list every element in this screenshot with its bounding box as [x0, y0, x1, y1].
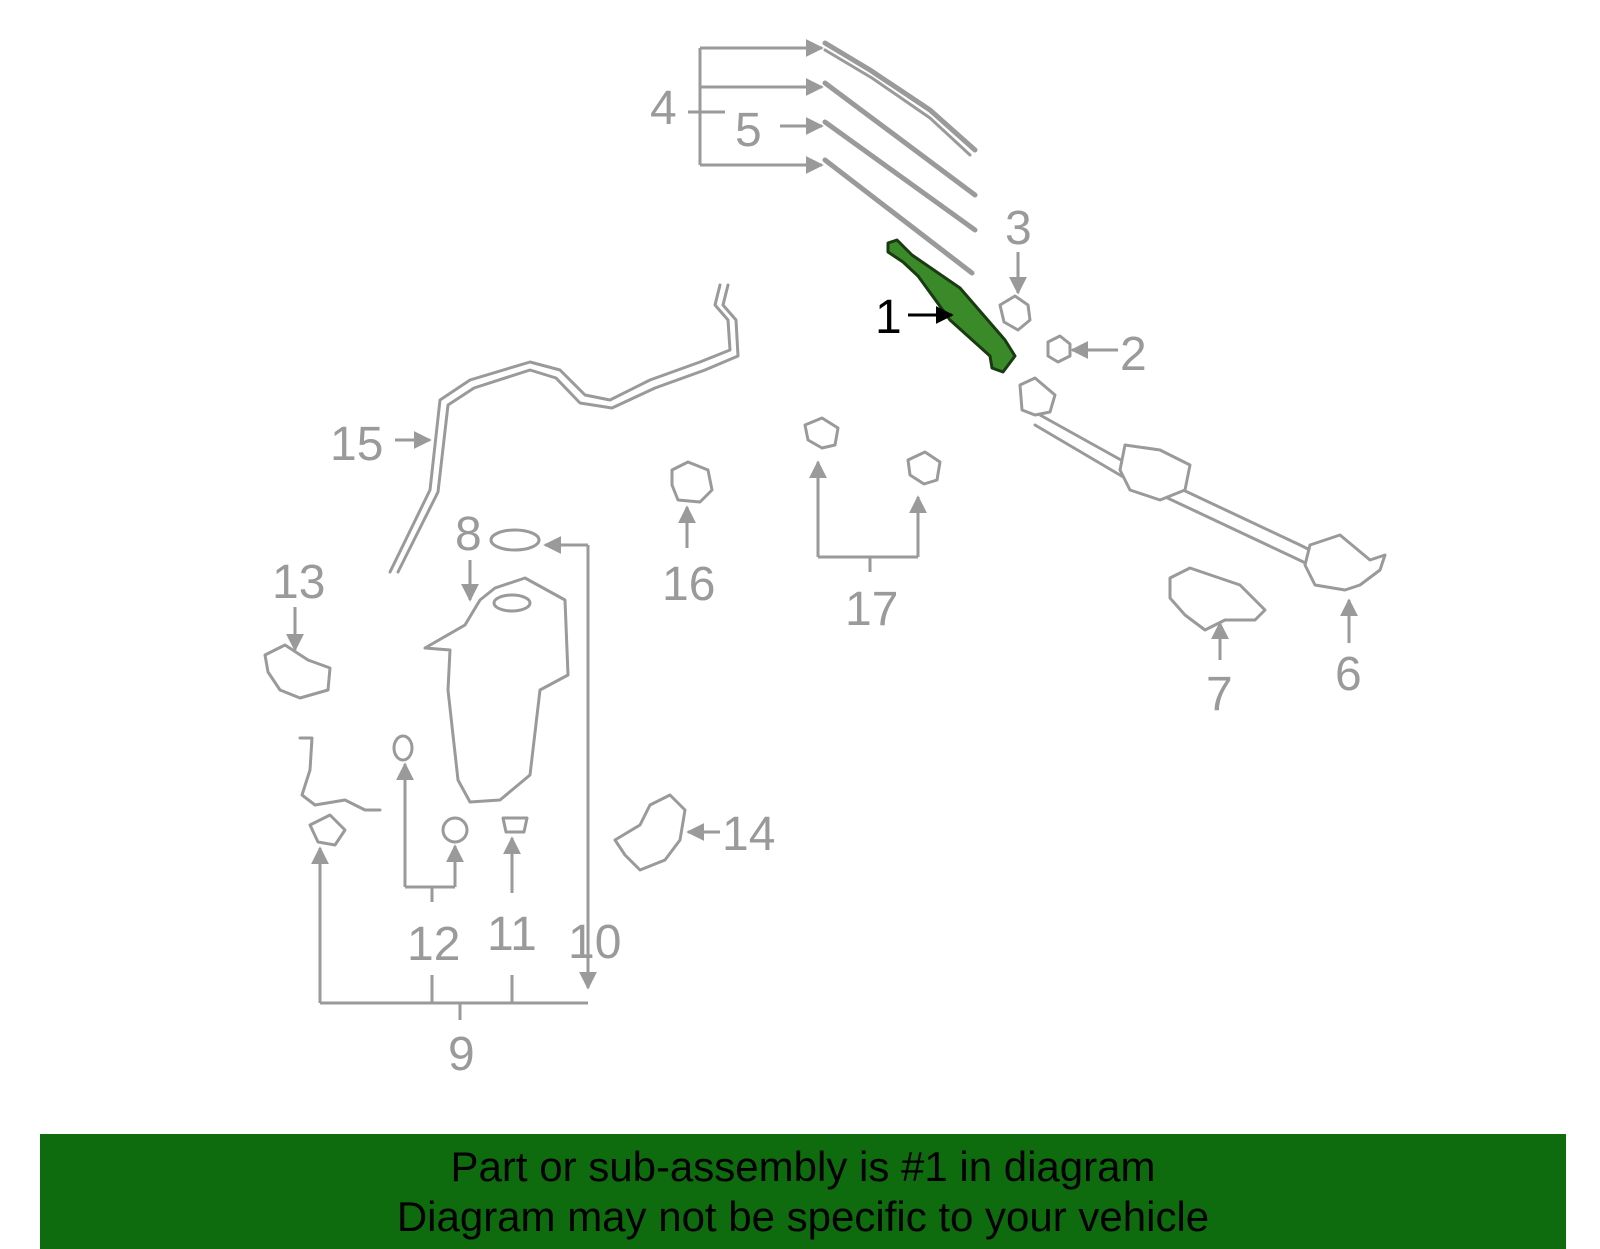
linkage-pivot-right — [1303, 533, 1387, 592]
banner-line-part-number: Part or sub-assembly is #1 in diagram — [450, 1142, 1156, 1190]
wiper-linkage — [1018, 376, 1387, 592]
linkage-rod-lower — [1033, 423, 1322, 572]
callout-6: 6 — [1335, 648, 1362, 701]
callout-13: 13 — [272, 556, 325, 609]
callout-2: 2 — [1120, 328, 1147, 381]
linkage-pivot-left — [1018, 376, 1057, 417]
exploded-parts-diagram: 4 5 1 3 2 6 7 15 16 17 8 10 — [263, 39, 1387, 1081]
callout-12: 12 — [407, 918, 460, 971]
washer-nozzle-right — [906, 450, 942, 486]
callout-3: 3 — [1005, 202, 1032, 255]
callout-1: 1 — [875, 291, 902, 344]
pivot-cap — [998, 294, 1032, 332]
mounting-bracket — [613, 793, 687, 872]
callout-7: 7 — [1206, 668, 1233, 721]
wiper-blade-upper-1 — [822, 40, 978, 153]
callout-17: 17 — [845, 583, 898, 636]
washer-reservoir — [423, 576, 570, 804]
level-sensor-plug — [501, 816, 529, 834]
wiper-blades-group — [822, 40, 978, 276]
washer-pump — [308, 813, 347, 847]
pump-wiring — [298, 736, 382, 812]
callout-11: 11 — [487, 908, 537, 961]
washer-nozzle-left — [803, 416, 840, 450]
callout-10: 10 — [568, 916, 621, 969]
washer-hose-edge — [396, 283, 740, 574]
wiper-motor — [1168, 566, 1267, 632]
wiper-blade-upper-2 — [822, 80, 978, 198]
banner-line-disclaimer: Diagram may not be specific to your vehi… — [396, 1192, 1210, 1240]
arm-nut — [1046, 334, 1072, 364]
linkage-center-bracket — [1118, 443, 1192, 502]
callout-5: 5 — [735, 104, 762, 157]
reservoir-filler-neck — [492, 593, 532, 613]
callout-15: 15 — [330, 418, 383, 471]
hose-clip — [670, 460, 714, 504]
diagram-note-banner: Part or sub-assembly is #1 in diagram Di… — [40, 1134, 1566, 1249]
wiper-blade-lower-2 — [822, 157, 975, 276]
reservoir-bracket — [263, 643, 332, 700]
callout-4: 4 — [650, 82, 677, 135]
callout-14: 14 — [722, 808, 775, 861]
wiper-blade-upper-1-rubber — [823, 48, 972, 157]
reservoir-grommet — [441, 816, 469, 844]
callout-9: 9 — [448, 1028, 475, 1081]
wiper-blade-lower-1 — [822, 119, 978, 233]
pump-grommet — [392, 734, 414, 762]
washer-hose — [388, 283, 732, 574]
callout-8: 8 — [455, 508, 482, 561]
callout-16: 16 — [662, 558, 715, 611]
reservoir-seal — [489, 528, 541, 552]
